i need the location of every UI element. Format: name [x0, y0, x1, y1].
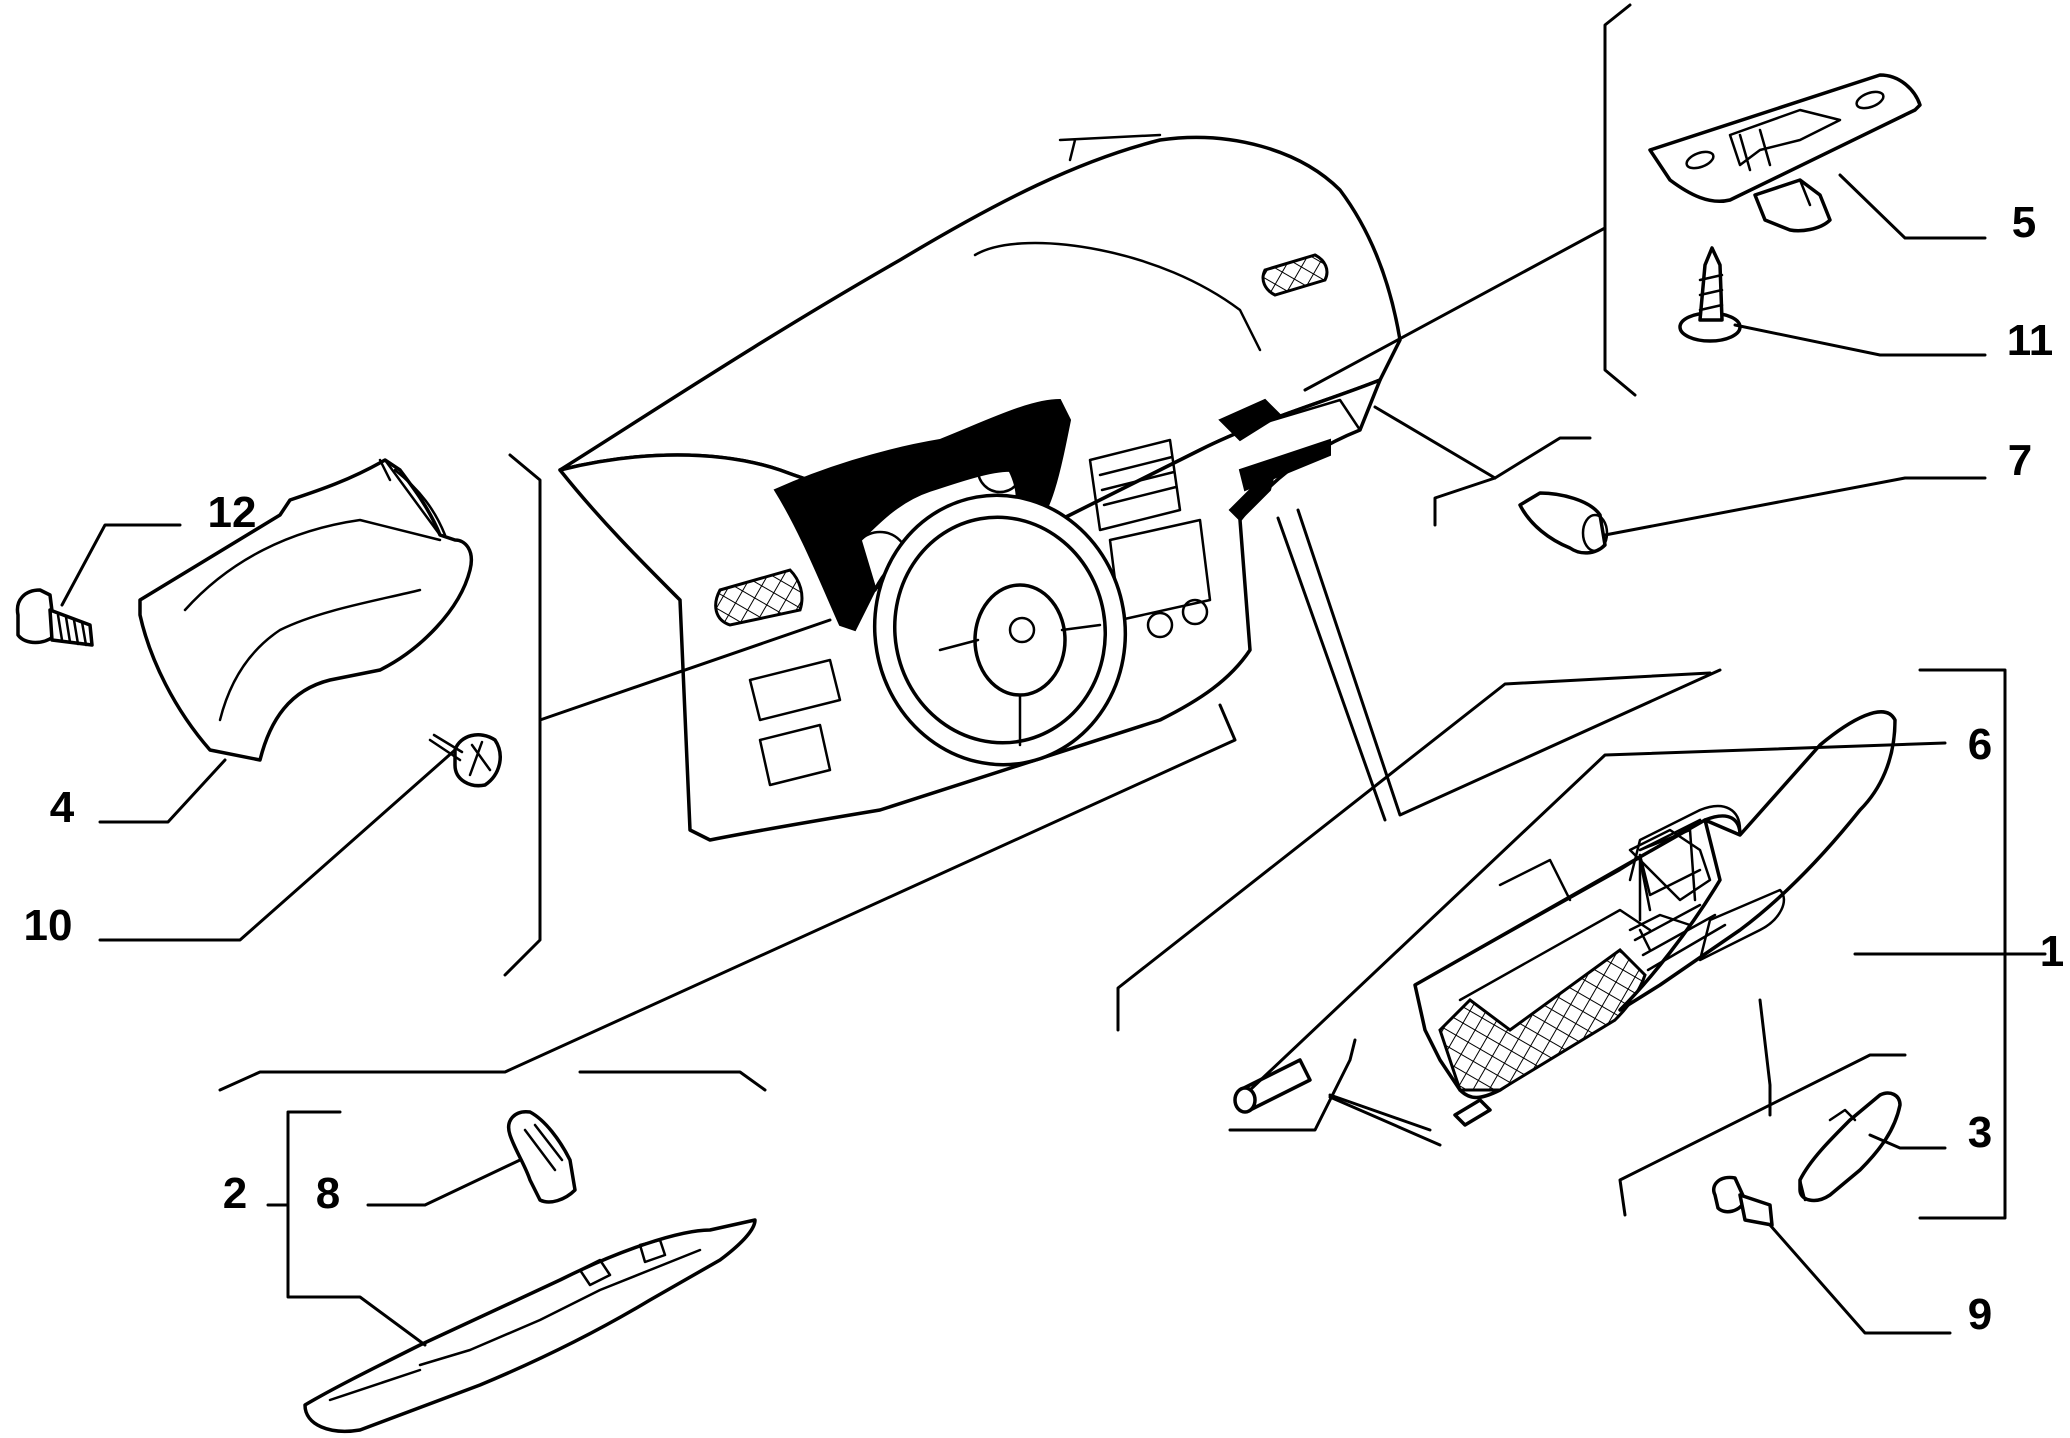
callout-5: 5 — [2011, 198, 2037, 247]
callout-8: 8 — [315, 1169, 341, 1218]
callout-11: 11 — [2006, 316, 2054, 365]
part-5-bracket — [1648, 73, 1922, 233]
part-2-lower-trim — [303, 1218, 757, 1433]
part-12-screw — [15, 588, 94, 647]
callout-1: 1 — [2039, 927, 2065, 976]
part-7-bump-stop — [1518, 491, 1609, 555]
callout-2: 2 — [222, 1169, 248, 1218]
part-8-clip — [507, 1110, 577, 1204]
part-9-bolt — [1712, 1175, 1774, 1227]
callout-10: 10 — [23, 901, 73, 950]
part-11-push-pin — [1678, 246, 1742, 343]
callout-12: 12 — [207, 488, 257, 537]
callout-6: 6 — [1967, 720, 1993, 769]
callout-9: 9 — [1967, 1290, 1993, 1339]
part-1-glovebox — [1413, 710, 1897, 1127]
part-10-screw — [428, 733, 502, 788]
leader-lines — [60, 3, 2047, 1347]
part-3-latch — [1798, 1091, 1902, 1203]
part-4-instrument-shroud — [138, 458, 473, 762]
callout-7: 7 — [2007, 436, 2033, 485]
part-6-sleeve — [1233, 1058, 1312, 1114]
callout-3: 3 — [1967, 1108, 1993, 1157]
callout-4: 4 — [49, 783, 75, 832]
dashboard-assembly — [558, 133, 1402, 842]
